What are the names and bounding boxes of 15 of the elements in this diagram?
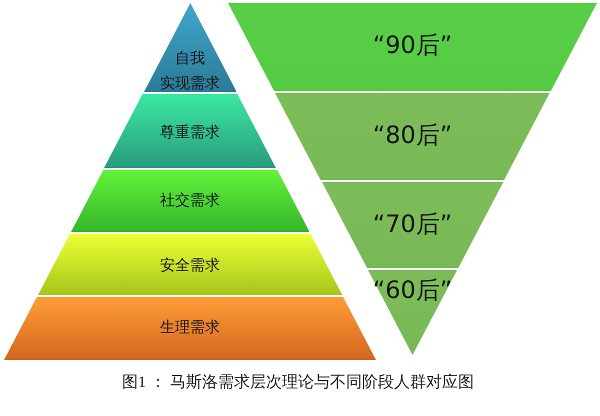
inverted-pyramid-tier <box>322 182 504 268</box>
figure-caption: 图1 ： 马斯洛需求层次理论与不同阶段人群对应图 <box>122 372 474 393</box>
pyramid-tier <box>104 94 276 168</box>
tier-label: 安全需求 <box>160 256 220 274</box>
tier-label: 自我实现需求 <box>158 48 221 94</box>
tier-label: “90后” <box>372 30 452 60</box>
pyramid-tier <box>144 3 236 92</box>
pyramid-tier <box>70 170 310 232</box>
tier-label: “80后” <box>372 120 452 150</box>
tier-label: 社交需求 <box>160 190 220 210</box>
pyramid-tier <box>38 234 342 295</box>
tier-label: 尊重需求 <box>160 122 220 142</box>
tier-label: 生理需求 <box>160 318 220 336</box>
tier-label: “70后” <box>372 209 452 239</box>
inverted-pyramid-tier <box>275 93 550 180</box>
